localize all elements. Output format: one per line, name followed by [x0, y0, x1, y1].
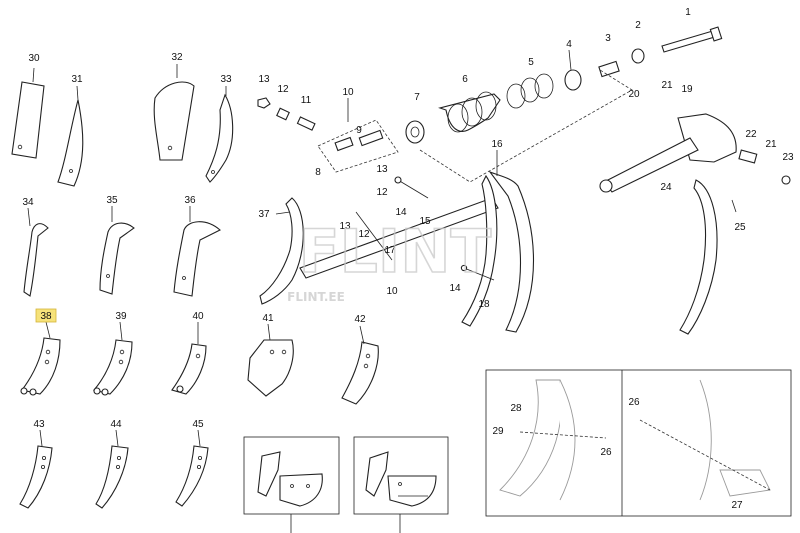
- label-4: 4: [566, 39, 572, 50]
- part-34[interactable]: [23, 207, 49, 297]
- label-27: 27: [731, 500, 743, 511]
- label-25: 25: [734, 222, 746, 233]
- label-29: 29: [492, 426, 504, 437]
- mount-plate-8[interactable]: [317, 119, 399, 173]
- part-43[interactable]: [19, 429, 53, 509]
- part-42[interactable]: [341, 325, 379, 405]
- label-41: 41: [262, 313, 274, 324]
- label-10b: 10: [386, 286, 398, 297]
- label-33: 33: [220, 74, 232, 85]
- label-19: 19: [681, 84, 693, 95]
- part-45[interactable]: [175, 429, 209, 507]
- label-21: 21: [661, 80, 673, 91]
- label-15: 15: [419, 216, 431, 227]
- part-39[interactable]: [93, 321, 133, 396]
- kit-box-right[interactable]: [353, 436, 449, 533]
- kit-box-left[interactable]: [243, 436, 340, 533]
- washer-23[interactable]: [781, 175, 791, 185]
- part-40[interactable]: [171, 322, 207, 395]
- label-38-highlight: [35, 308, 57, 323]
- part-35[interactable]: [99, 206, 135, 295]
- label-20: 20: [628, 89, 640, 100]
- pin-25[interactable]: [731, 199, 737, 213]
- frame-arm-16[interactable]: [299, 150, 534, 333]
- label-2: 2: [635, 20, 641, 31]
- bolt-1[interactable]: [661, 26, 723, 53]
- label-45: 45: [192, 419, 204, 430]
- collar-4[interactable]: [564, 69, 582, 91]
- label-13c: 13: [339, 221, 351, 232]
- part-33[interactable]: [205, 86, 234, 183]
- bush-3[interactable]: [598, 60, 620, 78]
- label-12c: 12: [358, 229, 370, 240]
- label-8: 8: [315, 167, 321, 178]
- label-34: 34: [22, 197, 34, 208]
- label-26b: 26: [628, 397, 640, 408]
- label-37: 37: [258, 209, 270, 220]
- label-16: 16: [491, 139, 503, 150]
- bolt-11[interactable]: [296, 116, 316, 131]
- label-6: 6: [462, 74, 468, 85]
- watermark: FLINT FLINT.EE: [287, 216, 492, 304]
- label-32: 32: [171, 52, 183, 63]
- part-41[interactable]: [247, 323, 294, 397]
- part-31[interactable]: [57, 85, 84, 187]
- part-30[interactable]: [11, 67, 45, 159]
- label-14: 14: [395, 207, 407, 218]
- label-22: 22: [745, 129, 757, 140]
- washer-2[interactable]: [631, 48, 645, 64]
- part-32[interactable]: [153, 64, 195, 161]
- label-42: 42: [354, 314, 366, 325]
- nut-13-top[interactable]: [257, 97, 271, 109]
- stud-17[interactable]: [355, 211, 393, 261]
- nut-12-top[interactable]: [276, 107, 290, 121]
- label-24: 24: [660, 182, 672, 193]
- pin-22[interactable]: [738, 149, 758, 164]
- label-38: 38: [40, 311, 52, 322]
- label-40: 40: [192, 311, 204, 322]
- label-11: 11: [301, 95, 312, 106]
- label-13: 13: [258, 74, 270, 85]
- label-28: 28: [510, 403, 522, 414]
- watermark-main: FLINT: [299, 217, 492, 287]
- watermark-sub: FLINT.EE: [287, 290, 345, 304]
- label-13b: 13: [376, 164, 388, 175]
- label-5: 5: [528, 57, 534, 68]
- label-9: 9: [356, 125, 362, 136]
- label-35: 35: [106, 195, 118, 206]
- label-14b: 14: [449, 283, 461, 294]
- part-38[interactable]: [20, 321, 61, 396]
- label-3: 3: [605, 33, 611, 44]
- tine-24[interactable]: [679, 179, 718, 335]
- label-23: 23: [782, 152, 794, 163]
- label-12: 12: [277, 84, 289, 95]
- washer-7[interactable]: [405, 120, 425, 144]
- detail-box[interactable]: [485, 369, 792, 517]
- bolt-18[interactable]: [460, 264, 495, 281]
- label-12b: 12: [376, 187, 388, 198]
- spring-5[interactable]: [506, 73, 554, 109]
- label-43: 43: [33, 419, 45, 430]
- label-31: 31: [71, 74, 83, 85]
- label-18: 18: [478, 299, 490, 310]
- bracket-19[interactable]: [599, 113, 737, 193]
- label-30: 30: [28, 53, 40, 64]
- label-7: 7: [414, 92, 420, 103]
- label-1: 1: [685, 7, 691, 18]
- label-36: 36: [184, 195, 196, 206]
- label-10: 10: [342, 87, 354, 98]
- label-21b: 21: [765, 139, 777, 150]
- label-39: 39: [115, 311, 127, 322]
- label-44: 44: [110, 419, 122, 430]
- part-36[interactable]: [173, 206, 221, 297]
- label-17: 17: [384, 245, 396, 256]
- spring-6[interactable]: [438, 91, 501, 133]
- part-44[interactable]: [95, 429, 129, 509]
- part-37[interactable]: [259, 197, 304, 305]
- label-26: 26: [600, 447, 612, 458]
- bolt-15[interactable]: [394, 176, 429, 199]
